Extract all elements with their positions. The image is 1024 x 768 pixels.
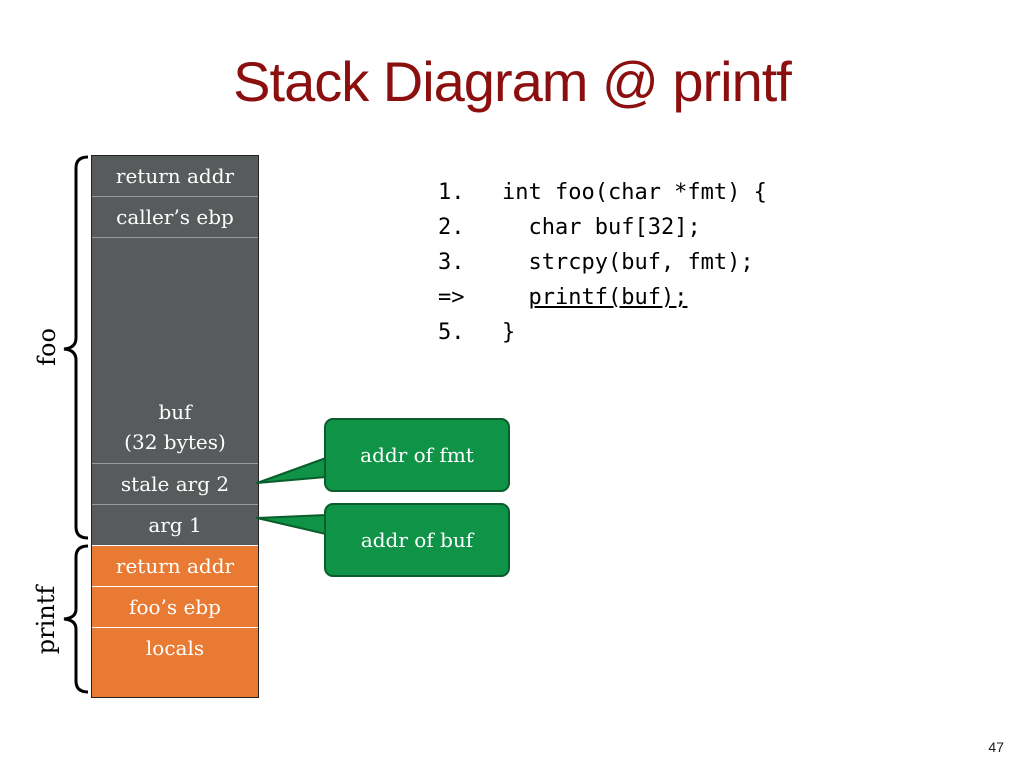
stack-cell-return-addr: return addr xyxy=(92,155,258,196)
code-line-number: 1. xyxy=(438,180,465,205)
code-line-2: 2. char buf[32]; xyxy=(438,210,767,245)
code-line-text: strcpy(buf, fmt); xyxy=(528,250,754,275)
stack-cell-callers-ebp: caller’s ebp xyxy=(92,196,258,237)
stack-cell-buf: buf (32 bytes) xyxy=(92,237,258,463)
code-line-text-current: printf(buf); xyxy=(528,285,688,310)
stack-cell-arg-1: arg 1 xyxy=(92,504,258,545)
code-line-indent xyxy=(502,215,529,240)
current-line-marker: => xyxy=(438,285,465,310)
code-line-number: 2. xyxy=(438,215,465,240)
stack-cell-printf-return-addr: return addr xyxy=(92,545,258,586)
stack-cell-locals: locals xyxy=(92,627,258,697)
code-line-indent xyxy=(502,285,529,310)
code-line-text: int foo(char *fmt) { xyxy=(502,180,767,205)
buf-callout-pointer xyxy=(256,514,327,535)
code-line-text: char buf[32]; xyxy=(528,215,701,240)
code-line-3: 3. strcpy(buf, fmt); xyxy=(438,245,767,280)
printf-frame-brace xyxy=(63,544,89,694)
code-line-1: 1. int foo(char *fmt) { xyxy=(438,175,767,210)
stack-diagram: return addr caller’s ebp buf (32 bytes) … xyxy=(91,155,259,698)
foo-frame-label: foo xyxy=(33,328,61,366)
code-line-5: 5.} xyxy=(438,315,767,350)
foo-frame-brace xyxy=(63,155,89,540)
callout-addr-of-buf: addr of buf xyxy=(324,503,510,577)
stack-cell-foos-ebp: foo’s ebp xyxy=(92,586,258,627)
code-line-current: => printf(buf); xyxy=(438,280,767,315)
code-line-text: } xyxy=(502,320,516,345)
stack-cell-buf-size: (32 bytes) xyxy=(124,430,226,454)
code-line-indent xyxy=(502,250,529,275)
page-number: 47 xyxy=(988,739,1004,755)
stack-cell-stale-arg-2: stale arg 2 xyxy=(92,463,258,504)
fmt-callout-pointer xyxy=(256,457,327,484)
stack-cell-buf-label: buf xyxy=(158,400,192,424)
code-line-number: 3. xyxy=(438,250,465,275)
slide-title: Stack Diagram @ printf xyxy=(233,50,792,113)
code-line-number: 5. xyxy=(438,320,465,345)
printf-frame-label: printf xyxy=(32,585,60,655)
callout-addr-of-fmt: addr of fmt xyxy=(324,418,510,492)
code-listing: 1.int foo(char *fmt) { 2. char buf[32]; … xyxy=(438,175,767,350)
